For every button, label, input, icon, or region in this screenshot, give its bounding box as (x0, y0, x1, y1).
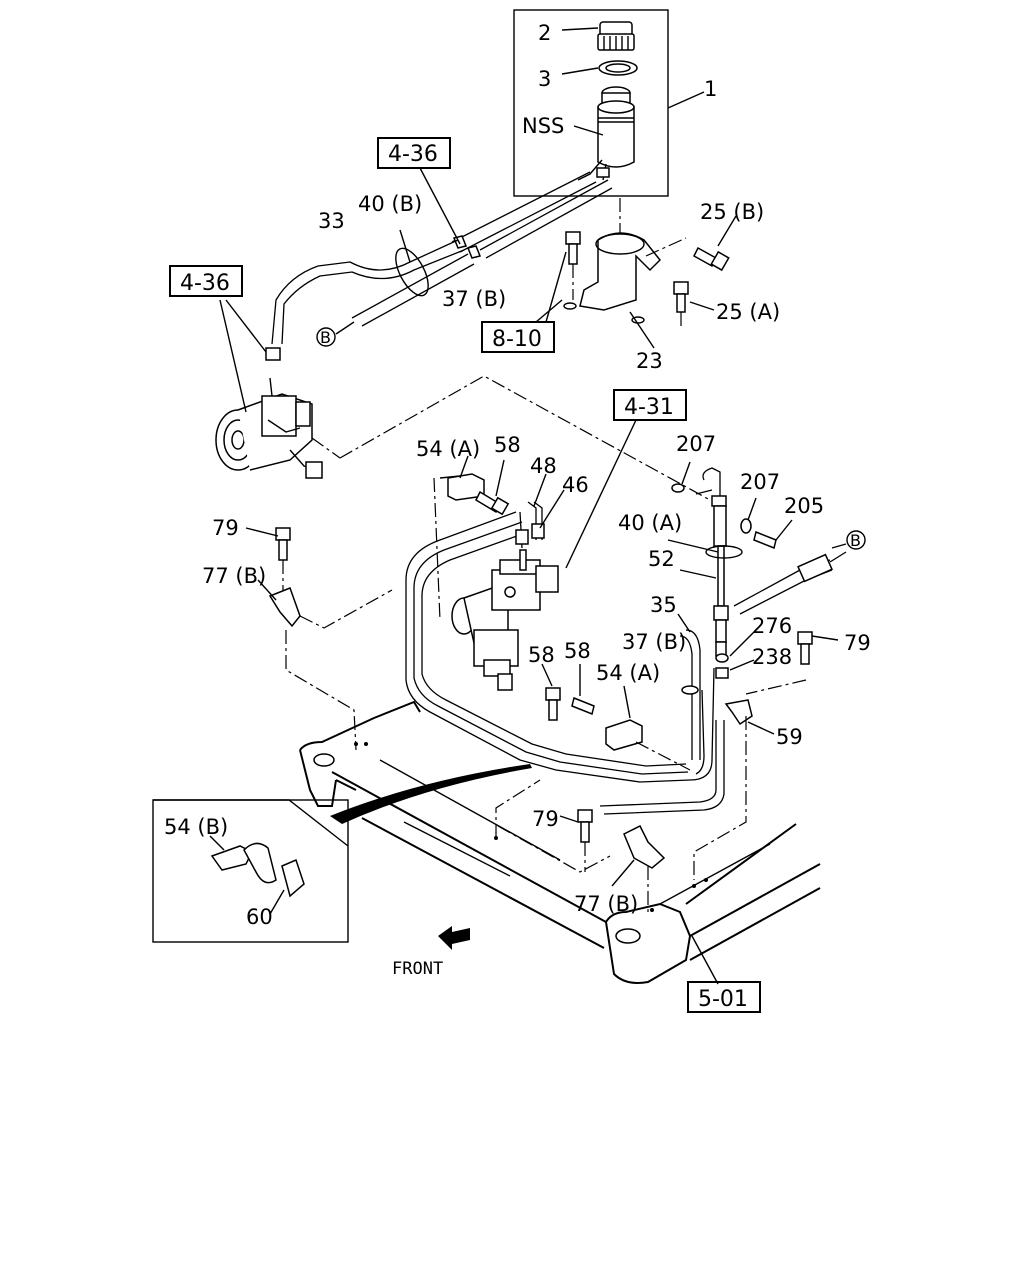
callout-25a: 25 (A) (716, 300, 780, 324)
pressure-hose-52 (695, 467, 847, 657)
callout-52: 52 (648, 547, 675, 571)
steering-gear-box (451, 559, 559, 691)
bolt-58-b (571, 696, 595, 716)
callout-35: 35 (650, 593, 677, 617)
bolt-79-right (797, 631, 813, 665)
bolt-58-a (545, 687, 561, 721)
reservoir-seal-ring (598, 60, 638, 76)
callout-48: 48 (530, 454, 557, 478)
bracket-77b-bottom (623, 824, 666, 869)
reservoir-cap (597, 21, 635, 51)
bolt-79-bottom (577, 809, 593, 872)
svg-text:B: B (850, 531, 861, 550)
callout-59: 59 (776, 725, 803, 749)
bolt-205 (753, 530, 777, 550)
frame-black-strip (330, 764, 532, 824)
callout-207-b: 207 (740, 470, 780, 494)
callout-58-b: 58 (564, 639, 591, 663)
callout-37b-top: 37 (B) (442, 287, 506, 311)
svg-text:8-10: 8-10 (492, 327, 542, 352)
callout-205: 205 (784, 494, 824, 518)
callout-46: 46 (562, 473, 589, 497)
reservoir-bracket (563, 232, 687, 324)
callout-1: 1 (704, 77, 717, 101)
bolt-79-left (275, 527, 291, 592)
svg-text:4-36: 4-36 (388, 142, 438, 167)
ref-box-5-01[interactable]: 5-01 (687, 981, 761, 1013)
svg-text:4-31: 4-31 (624, 395, 674, 420)
power-steering-pump (215, 347, 323, 479)
clip-54a-mid (605, 719, 643, 751)
bolt-25a (673, 281, 689, 326)
callout-79-right: 79 (844, 631, 871, 655)
reservoir-inset-frame (513, 9, 669, 197)
clamp-59 (724, 699, 753, 726)
connector-b-marker-left: B (316, 327, 336, 347)
callout-25b: 25 (B) (700, 200, 764, 224)
bolt-58-top (475, 490, 510, 516)
callout-60: 60 (246, 905, 273, 929)
connector-b-marker-right: B (846, 530, 866, 550)
vehicle-frame-crossmember (299, 700, 821, 984)
callout-77b-left: 77 (B) (202, 564, 266, 588)
callout-40b: 40 (B) (358, 192, 422, 216)
callout-40a: 40 (A) (618, 511, 682, 535)
ref-box-8-10[interactable]: 8-10 (481, 321, 555, 353)
callout-54a-top: 54 (A) (416, 437, 480, 461)
callout-58-a: 58 (528, 643, 555, 667)
svg-text:4-36: 4-36 (180, 271, 230, 296)
front-arrow-icon (438, 926, 470, 950)
svg-text:5-01: 5-01 (698, 987, 748, 1012)
callout-54b: 54 (B) (164, 815, 228, 839)
bracket-77b-left (268, 587, 301, 628)
callout-276: 276 (752, 614, 792, 638)
callout-54a-mid: 54 (A) (596, 661, 660, 685)
callout-33: 33 (318, 209, 345, 233)
callout-207-a: 207 (676, 432, 716, 456)
svg-text:B: B (320, 328, 331, 347)
ref-box-4-36-top[interactable]: 4-36 (377, 137, 451, 169)
callout-3: 3 (538, 67, 551, 91)
callout-2: 2 (538, 21, 551, 45)
callout-37b-mid: 37 (B) (622, 630, 686, 654)
ref-box-4-31[interactable]: 4-31 (613, 389, 687, 421)
callout-23: 23 (636, 349, 663, 373)
bolt-8-10 (565, 231, 581, 300)
reservoir-hoses (271, 171, 613, 345)
front-label: FRONT (392, 959, 443, 979)
clip-54b (210, 842, 277, 884)
callout-79-bottom: 79 (532, 807, 559, 831)
callout-nss: NSS (522, 114, 564, 138)
callout-79-left: 79 (212, 516, 239, 540)
reservoir-tank (577, 86, 635, 181)
ref-box-4-36-left[interactable]: 4-36 (169, 265, 243, 297)
clip-60 (281, 858, 305, 898)
pressure-and-return-lines (405, 501, 725, 815)
bolt-25b (693, 246, 730, 272)
callout-238: 238 (752, 645, 792, 669)
callout-58-top: 58 (494, 433, 521, 457)
callout-77b-bottom: 77 (B) (574, 892, 638, 916)
